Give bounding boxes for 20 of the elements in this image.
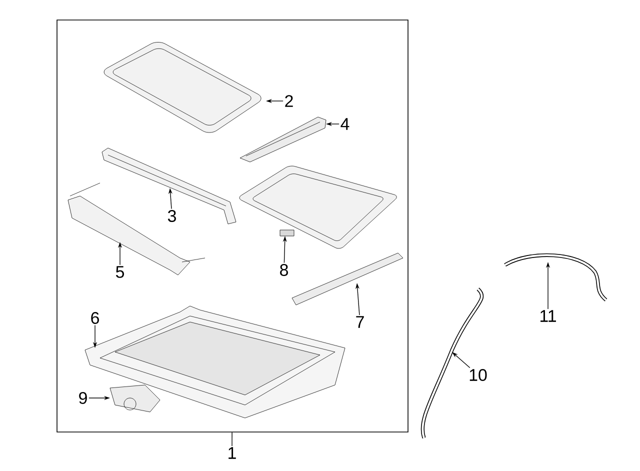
motor-drawing	[110, 384, 160, 412]
callout-number: 10	[470, 369, 487, 381]
rail-drawing	[102, 148, 236, 224]
sunroof-glass-drawing	[104, 42, 262, 133]
group-frame	[56, 20, 408, 432]
callout-number: 1	[228, 447, 236, 459]
sunshade-drawing	[239, 166, 397, 249]
callout-number: 4	[340, 118, 350, 130]
callout-number: 5	[116, 266, 124, 278]
callout-number: 6	[91, 312, 99, 324]
callout-number: 8	[280, 264, 288, 276]
callout-number: 7	[356, 316, 364, 328]
drain-hose-drawing	[504, 253, 608, 302]
leader-line	[452, 352, 470, 368]
callout-number: 9	[79, 392, 87, 404]
seal-strip-drawing	[292, 252, 404, 306]
callout-number: 2	[285, 95, 293, 107]
deflector-drawing	[240, 116, 326, 162]
callout-number: 3	[168, 210, 176, 222]
callout-number: 11	[540, 310, 556, 322]
